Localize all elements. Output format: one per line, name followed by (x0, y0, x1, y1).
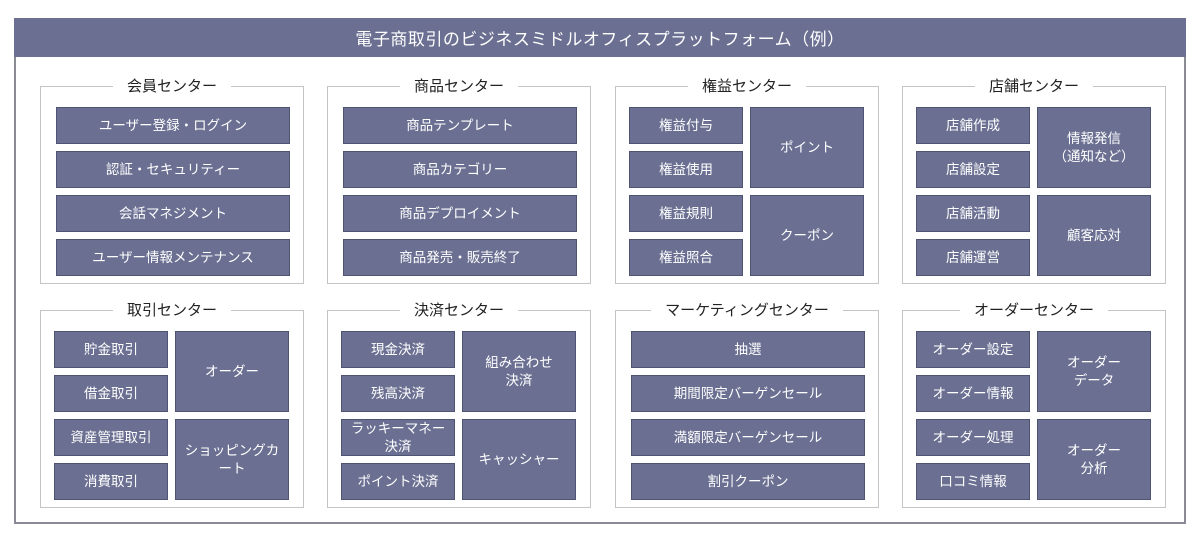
module-box-large: キャッシャー (462, 419, 576, 500)
module-box: 認証・セキュリティー (56, 151, 290, 188)
center-title: 会員センター (41, 76, 303, 96)
module-box: 期間限定バーゲンセール (631, 375, 865, 412)
module-box-large: オーダー (175, 331, 289, 412)
module-box: 会話マネジメント (56, 195, 290, 232)
center-title-text: 決済センター (399, 301, 518, 319)
center-panel-member: 会員センターユーザー登録・ログイン認証・セキュリティー会話マネジメントユーザー情… (40, 77, 304, 284)
module-box: 権益照合 (629, 239, 743, 276)
module-box: 消費取引 (54, 463, 168, 500)
module-box-large: 顧客応対 (1037, 195, 1151, 276)
module-box: 抽選 (631, 331, 865, 368)
module-box: 商品テンプレート (343, 107, 577, 144)
center-panel-product: 商品センター商品テンプレート商品カテゴリー商品デプロイメント商品発売・販売終了 (327, 77, 591, 284)
module-box-large: オーダー データ (1037, 331, 1151, 412)
module-box: 貯金取引 (54, 331, 168, 368)
center-title-text: 取引センター (112, 301, 231, 319)
module-box: 店舗設定 (916, 151, 1030, 188)
center-title: 権益センター (616, 76, 878, 96)
center-title-text: 権益センター (687, 77, 806, 95)
center-panel-order: オーダーセンターオーダー設定オーダー情報オーダー処理口コミ情報 オーダー データオ… (902, 301, 1166, 508)
module-box: オーダー情報 (916, 375, 1030, 412)
center-title: 決済センター (328, 300, 590, 320)
module-box: 商品発売・販売終了 (343, 239, 577, 276)
module-box: ユーザー情報メンテナンス (56, 239, 290, 276)
center-title-text: オーダーセンター (959, 301, 1108, 319)
module-box: 商品デプロイメント (343, 195, 577, 232)
center-title-text: 会員センター (112, 77, 231, 95)
module-box: オーダー処理 (916, 419, 1030, 456)
module-box: 割引クーポン (631, 463, 865, 500)
module-box: 満額限定バーゲンセール (631, 419, 865, 456)
center-panel-trade: 取引センター貯金取引借金取引資産管理取引消費取引 オーダーショッピングカ ート (40, 301, 304, 508)
module-box-large: クーポン (750, 195, 864, 276)
module-box: 権益付与 (629, 107, 743, 144)
center-title: マーケティングセンター (616, 300, 878, 320)
module-box: 商品カテゴリー (343, 151, 577, 188)
module-box: 口コミ情報 (916, 463, 1030, 500)
module-box: 権益規則 (629, 195, 743, 232)
diagram-title: 電子商取引のビジネスミドルオフィスプラットフォーム（例） (14, 18, 1186, 57)
center-title: 商品センター (328, 76, 590, 96)
module-box: 店舗作成 (916, 107, 1030, 144)
center-panel-marketing: マーケティングセンター抽選期間限定バーゲンセール満額限定バーゲンセール割引クーポ… (615, 301, 879, 508)
module-box: 借金取引 (54, 375, 168, 412)
module-box: 残高決済 (341, 375, 455, 412)
module-box: 店舗活動 (916, 195, 1030, 232)
module-box: オーダー設定 (916, 331, 1030, 368)
center-panel-rights: 権益センター権益付与権益使用権益規則権益照合 ポイントクーポン (615, 77, 879, 284)
center-title-text: マーケティングセンター (651, 301, 843, 319)
center-title-text: 商品センター (399, 77, 518, 95)
module-box: 現金決済 (341, 331, 455, 368)
center-panel-payment: 決済センター現金決済残高決済ラッキーマネー 決済ポイント決済 組み合わせ 決済キャ… (327, 301, 591, 508)
module-box-large: ショッピングカ ート (175, 419, 289, 500)
module-box: 権益使用 (629, 151, 743, 188)
module-box-large: ポイント (750, 107, 864, 188)
center-title-text: 店舗センター (974, 77, 1093, 95)
center-title: 店舗センター (903, 76, 1165, 96)
module-box: 資産管理取引 (54, 419, 168, 456)
module-box-large: 組み合わせ 決済 (462, 331, 576, 412)
module-box-large: オーダー 分析 (1037, 419, 1151, 500)
module-box-large: 情報発信 （通知など） (1037, 107, 1151, 188)
module-box: ポイント決済 (341, 463, 455, 500)
center-panel-store: 店舗センター店舗作成店舗設定店舗活動店舗運営 情報発信 （通知など）顧客応対 (902, 77, 1166, 284)
module-box: 店舗運営 (916, 239, 1030, 276)
module-box: ユーザー登録・ログイン (56, 107, 290, 144)
center-title: 取引センター (41, 300, 303, 320)
center-title: オーダーセンター (903, 300, 1165, 320)
module-box: ラッキーマネー 決済 (341, 419, 455, 456)
